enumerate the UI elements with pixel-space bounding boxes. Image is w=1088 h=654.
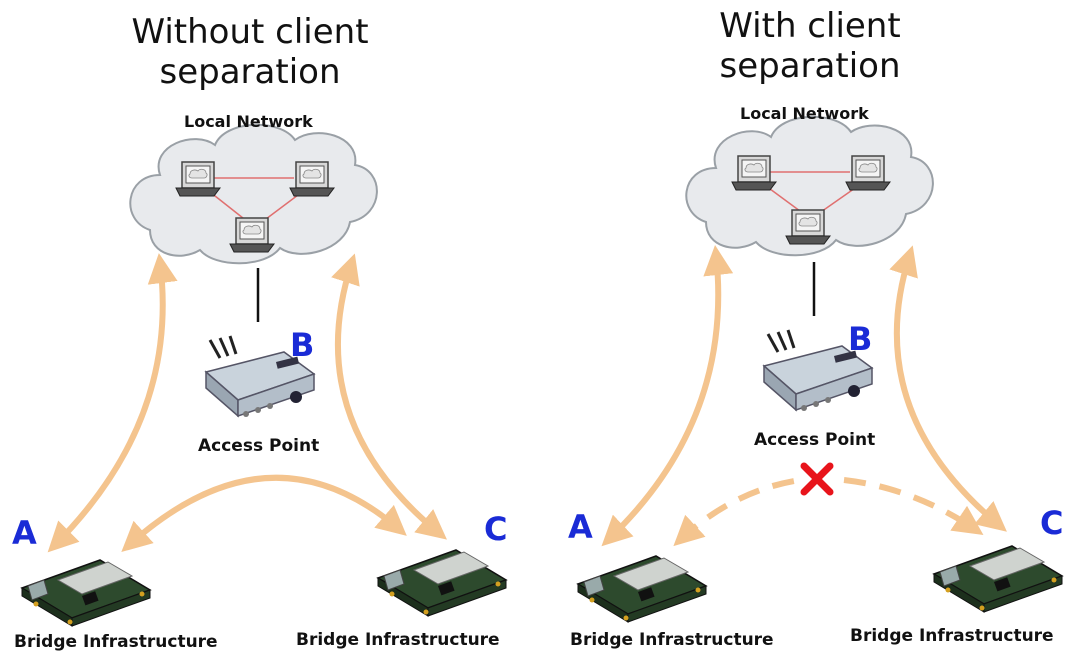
arrow-a-network [601, 245, 734, 547]
bridge-a-label: Bridge Infrastructure [14, 632, 218, 652]
bridge-board-a-icon [577, 555, 707, 623]
bridge-board-a-icon [21, 559, 151, 627]
panel-with-separation: With client separation Local Network B A… [544, 0, 1088, 654]
local-network-cloud [129, 123, 378, 265]
laptop-icon [731, 155, 777, 191]
bridge-a-label: Bridge Infrastructure [570, 630, 774, 650]
lan-links [209, 177, 303, 223]
node-letter-c: C [1040, 504, 1064, 542]
local-network-label: Local Network [740, 104, 869, 123]
blocked-arrow-c [843, 477, 984, 536]
local-network-cloud [685, 115, 934, 257]
laptop-icon [845, 155, 891, 191]
laptop-icon [175, 161, 221, 197]
title-without-separation: Without client separation [131, 12, 369, 92]
node-letter-a: A [568, 508, 593, 546]
arrow-a-c [121, 474, 407, 553]
diagram-right-graphics [577, 115, 1063, 623]
access-point-label: Access Point [198, 436, 320, 456]
laptop-icon [289, 161, 335, 197]
bridge-c-label: Bridge Infrastructure [296, 630, 500, 650]
node-letter-a: A [12, 514, 37, 552]
arrow-a-network [47, 253, 178, 553]
bridge-board-c-icon [377, 549, 507, 617]
node-letter-c: C [484, 510, 508, 548]
laptop-icon [229, 217, 275, 253]
bridge-c-label: Bridge Infrastructure [850, 626, 1054, 646]
diagram-left-graphics [21, 123, 507, 627]
ap-letter-b: B [290, 326, 315, 364]
arrow-c-network [889, 245, 1007, 532]
arrow-c-network [331, 253, 447, 540]
bridge-board-c-icon [933, 545, 1063, 613]
ap-letter-b: B [848, 320, 873, 358]
local-network-label: Local Network [184, 112, 313, 131]
title-with-separation: With client separation [719, 6, 901, 86]
panel-without-separation: Without client separation Local Network … [12, 12, 508, 652]
access-point-label: Access Point [754, 430, 876, 450]
blocked-x-icon [800, 462, 834, 496]
blocked-arrow-a [673, 477, 801, 547]
laptop-icon [785, 209, 831, 245]
